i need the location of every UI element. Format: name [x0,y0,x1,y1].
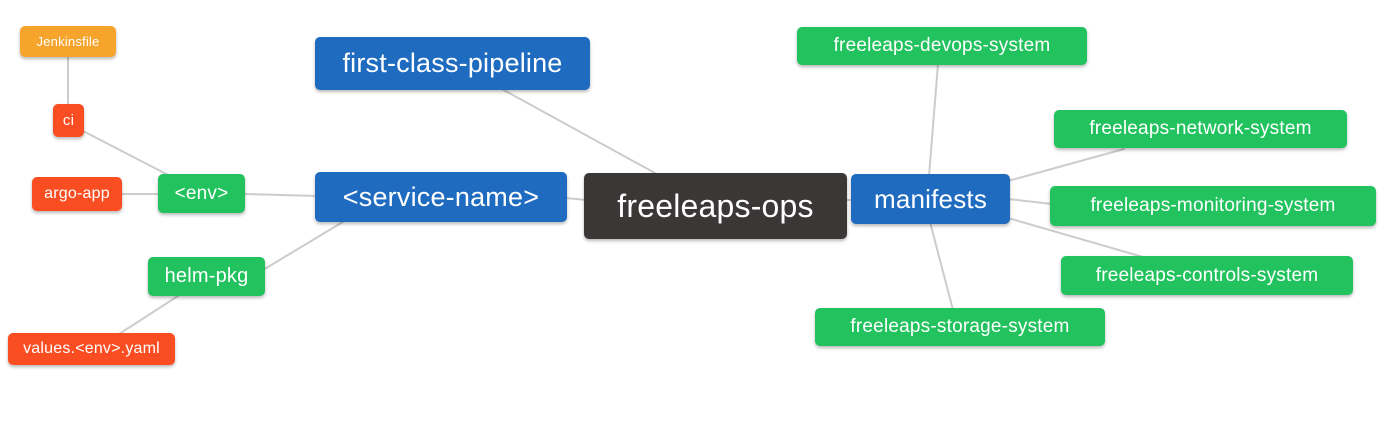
node-ci[interactable]: ci [53,104,84,137]
edge-env--service-name [243,193,318,197]
node-service-name[interactable]: <service-name> [315,172,567,222]
node-freeleaps-devops-system[interactable]: freeleaps-devops-system [797,27,1087,65]
node-freeleaps-ops[interactable]: freeleaps-ops [584,173,847,239]
edge-ci--env [82,130,177,180]
node-first-class-pipeline[interactable]: first-class-pipeline [315,37,590,90]
edge-helm-pkg--service-name [262,219,347,271]
node-values-env-yaml[interactable]: values.<env>.yaml [8,333,175,365]
edge-manifests--freeleaps-controls-system [1007,217,1144,258]
node-argo-app[interactable]: argo-app [32,177,122,211]
node-helm-pkg[interactable]: helm-pkg [148,257,265,296]
edge-manifests--freeleaps-monitoring-system [1007,198,1053,205]
edge-service-name--freeleaps-ops [564,197,588,201]
node-freeleaps-storage-system[interactable]: freeleaps-storage-system [815,308,1105,346]
edge-helm-pkg--values-env-yaml [115,293,182,337]
node-freeleaps-network-system[interactable]: freeleaps-network-system [1054,110,1347,148]
node-jenkinsfile[interactable]: Jenkinsfile [20,26,116,57]
edge-freeleaps-devops-system--manifests [928,63,939,177]
node-env[interactable]: <env> [158,174,245,213]
edge-first-class-pipeline--freeleaps-ops [499,87,656,174]
node-manifests[interactable]: manifests [851,174,1010,224]
node-freeleaps-controls-system[interactable]: freeleaps-controls-system [1061,256,1353,295]
node-freeleaps-monitoring-system[interactable]: freeleaps-monitoring-system [1050,186,1376,226]
edge-manifests--freeleaps-storage-system [929,221,954,311]
edge-manifests--freeleaps-network-system [1007,148,1125,182]
